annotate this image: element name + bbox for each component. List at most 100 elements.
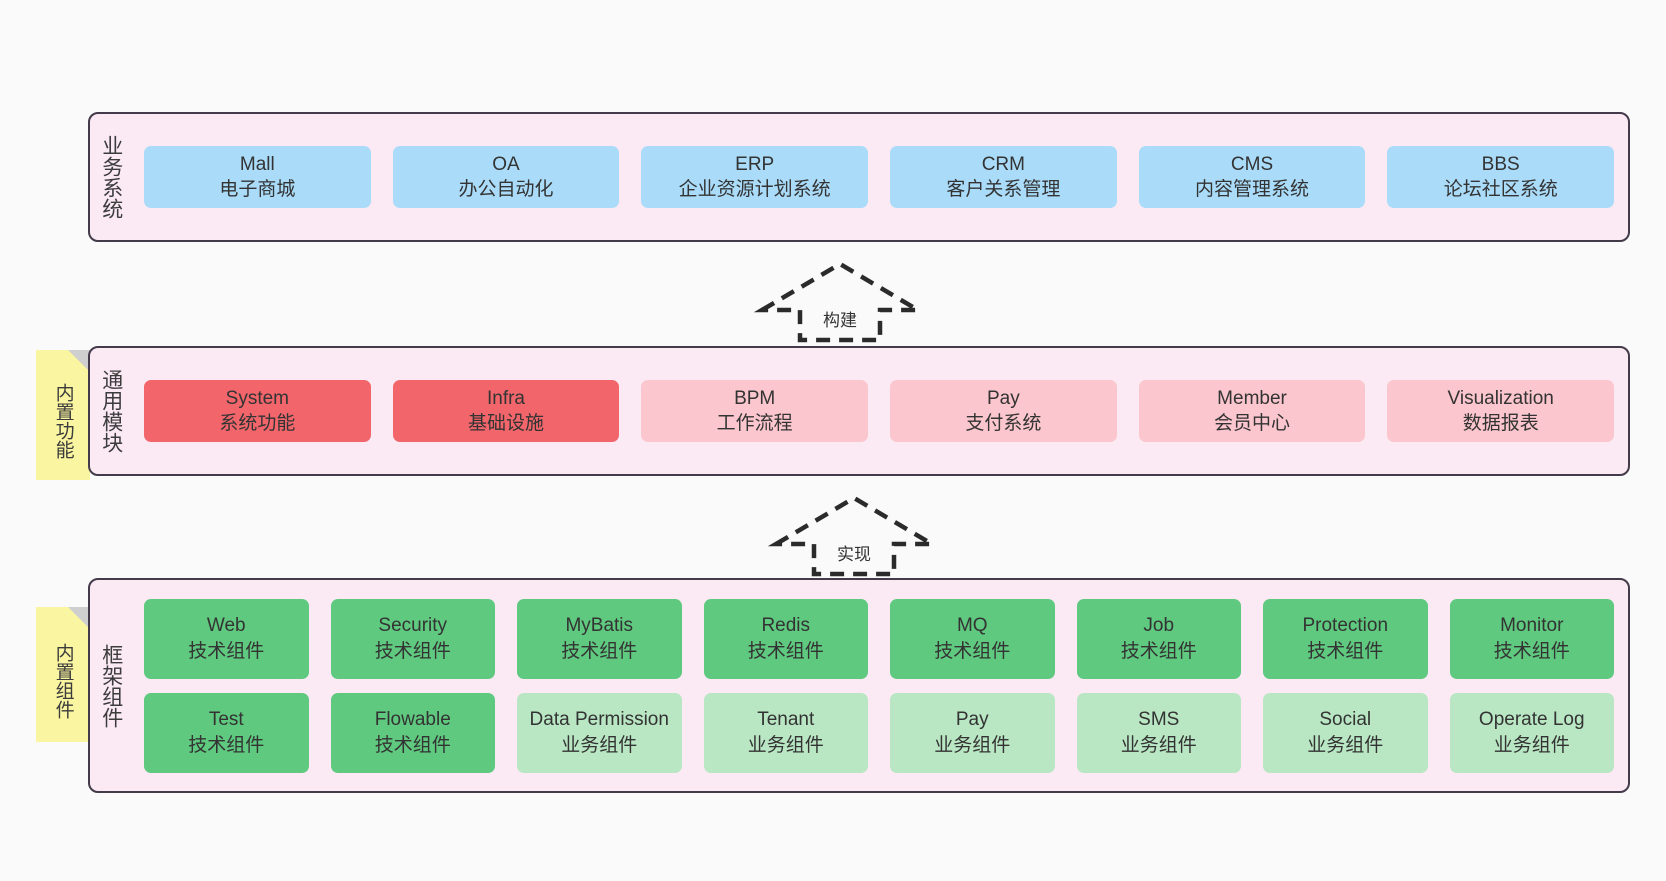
node-erp[interactable]: ERP 企业资源计划系统 — [641, 145, 869, 209]
layer-label-text: 框架组件 — [99, 643, 123, 728]
node-title: MyBatis — [565, 615, 634, 637]
node-web[interactable]: Web 技术组件 — [144, 598, 309, 679]
note-text: 内置功能 — [52, 383, 74, 459]
node-social[interactable]: Social 业务组件 — [1263, 692, 1428, 773]
node-subtitle: 业务组件 — [561, 734, 638, 756]
node-subtitle: 论坛社区系统 — [1443, 179, 1558, 200]
node-subtitle: 系统功能 — [219, 413, 296, 434]
node-subtitle: 技术组件 — [934, 640, 1011, 662]
node-visualization[interactable]: Visualization 数据报表 — [1387, 379, 1615, 443]
node-subtitle: 企业资源计划系统 — [678, 179, 831, 200]
node-subtitle: 客户关系管理 — [946, 179, 1061, 200]
node-subtitle: 基础设施 — [468, 413, 545, 434]
node-bpm[interactable]: BPM 工作流程 — [641, 379, 869, 443]
node-title: Data Permission — [529, 709, 669, 731]
layer-label-common-modules: 通用模块 — [90, 348, 130, 474]
node-mybatis[interactable]: MyBatis 技术组件 — [517, 598, 682, 679]
node-bbs[interactable]: BBS 论坛社区系统 — [1387, 145, 1615, 209]
note-builtin-components: 内置组件 — [36, 607, 90, 742]
node-title: ERP — [735, 153, 775, 175]
node-cms[interactable]: CMS 内容管理系统 — [1138, 145, 1366, 209]
layer-framework-components: 框架组件 Web 技术组件 Security 技术组件 MyBatis 技术组件… — [88, 578, 1630, 793]
node-title: Operate Log — [1478, 709, 1585, 731]
node-title: Job — [1143, 615, 1175, 637]
connector-label: 构建 — [823, 311, 857, 330]
layer-row-tech: Web 技术组件 Security 技术组件 MyBatis 技术组件 Redi… — [144, 598, 1614, 679]
node-title: Security — [378, 615, 448, 637]
node-title: Tenant — [757, 709, 815, 731]
layer-label-text: 业务系统 — [99, 135, 123, 219]
node-subtitle: 业务组件 — [1120, 734, 1197, 756]
node-title: Mall — [239, 153, 275, 175]
node-system[interactable]: System 系统功能 — [144, 379, 371, 443]
node-title: BPM — [734, 387, 776, 409]
node-flowable[interactable]: Flowable 技术组件 — [330, 692, 495, 773]
node-sms[interactable]: SMS 业务组件 — [1076, 692, 1241, 773]
node-subtitle: 内容管理系统 — [1195, 179, 1310, 200]
node-subtitle: 技术组件 — [1493, 640, 1570, 662]
node-subtitle: 业务组件 — [934, 734, 1011, 756]
note-fold-corner-icon — [68, 350, 90, 372]
connector-implement: 实现 — [764, 492, 944, 578]
node-title: Social — [1319, 709, 1372, 731]
layer-business-systems: 业务系统 Mall 电子商城 OA 办公自动化 ERP 企业资源计划系统 CRM — [88, 112, 1630, 242]
layer-row-business: Test 技术组件 Flowable 技术组件 Data Permission … — [144, 692, 1614, 773]
node-tenant[interactable]: Tenant 业务组件 — [703, 692, 868, 773]
node-title: Flowable — [374, 709, 451, 731]
node-subtitle: 技术组件 — [1120, 640, 1197, 662]
node-title: MQ — [956, 615, 988, 637]
node-subtitle: 技术组件 — [374, 734, 451, 756]
layer-label-framework-components: 框架组件 — [90, 580, 130, 791]
node-mq[interactable]: MQ 技术组件 — [890, 598, 1055, 679]
node-crm[interactable]: CRM 客户关系管理 — [890, 145, 1117, 209]
node-pay[interactable]: Pay 支付系统 — [890, 379, 1117, 443]
node-protection[interactable]: Protection 技术组件 — [1263, 598, 1428, 679]
node-mall[interactable]: Mall 电子商城 — [144, 145, 371, 209]
layer-label-business-systems: 业务系统 — [90, 114, 130, 240]
layer-row: System 系统功能 Infra 基础设施 BPM 工作流程 Pay 支付系统… — [144, 379, 1615, 443]
node-subtitle: 技术组件 — [188, 734, 265, 756]
node-operate-log[interactable]: Operate Log 业务组件 — [1449, 692, 1614, 773]
node-subtitle: 业务组件 — [1493, 734, 1570, 756]
node-subtitle: 会员中心 — [1214, 413, 1291, 434]
node-title: System — [225, 387, 290, 409]
layer-body-common-modules: System 系统功能 Infra 基础设施 BPM 工作流程 Pay 支付系统… — [130, 348, 1628, 474]
node-data-permission[interactable]: Data Permission 业务组件 — [517, 692, 682, 773]
node-redis[interactable]: Redis 技术组件 — [703, 598, 868, 679]
note-builtin-features: 内置功能 — [36, 350, 90, 480]
node-title: Web — [206, 615, 246, 637]
node-oa[interactable]: OA 办公自动化 — [392, 145, 620, 209]
layer-common-modules: 通用模块 System 系统功能 Infra 基础设施 BPM 工作流程 Pay — [88, 346, 1630, 476]
node-pay-component[interactable]: Pay 业务组件 — [890, 692, 1055, 773]
node-infra[interactable]: Infra 基础设施 — [392, 379, 620, 443]
node-member[interactable]: Member 会员中心 — [1138, 379, 1366, 443]
node-title: SMS — [1138, 709, 1180, 731]
node-subtitle: 支付系统 — [965, 413, 1042, 434]
node-title: Infra — [486, 387, 526, 409]
node-title: Visualization — [1447, 387, 1554, 409]
node-subtitle: 技术组件 — [1307, 640, 1384, 662]
node-subtitle: 工作流程 — [716, 413, 793, 434]
node-subtitle: 业务组件 — [747, 734, 824, 756]
node-title: OA — [492, 153, 520, 175]
node-test[interactable]: Test 技术组件 — [144, 692, 309, 773]
layer-body-framework-components: Web 技术组件 Security 技术组件 MyBatis 技术组件 Redi… — [130, 580, 1628, 791]
node-subtitle: 技术组件 — [561, 640, 638, 662]
node-title: Protection — [1302, 615, 1389, 637]
layer-row: Mall 电子商城 OA 办公自动化 ERP 企业资源计划系统 CRM 客户关系… — [144, 145, 1615, 209]
node-subtitle: 电子商城 — [219, 179, 296, 200]
connector-build: 构建 — [750, 258, 930, 344]
node-title: Monitor — [1500, 615, 1564, 637]
node-subtitle: 技术组件 — [747, 640, 824, 662]
layer-label-text: 通用模块 — [99, 369, 123, 453]
node-title: Test — [208, 709, 244, 731]
node-security[interactable]: Security 技术组件 — [330, 598, 495, 679]
node-job[interactable]: Job 技术组件 — [1076, 598, 1241, 679]
node-monitor[interactable]: Monitor 技术组件 — [1449, 598, 1614, 679]
layer-body-business-systems: Mall 电子商城 OA 办公自动化 ERP 企业资源计划系统 CRM 客户关系… — [130, 114, 1628, 240]
node-title: Pay — [986, 387, 1020, 409]
note-fold-corner-icon — [68, 607, 90, 629]
node-title: Member — [1217, 387, 1287, 409]
node-title: Pay — [955, 709, 989, 731]
